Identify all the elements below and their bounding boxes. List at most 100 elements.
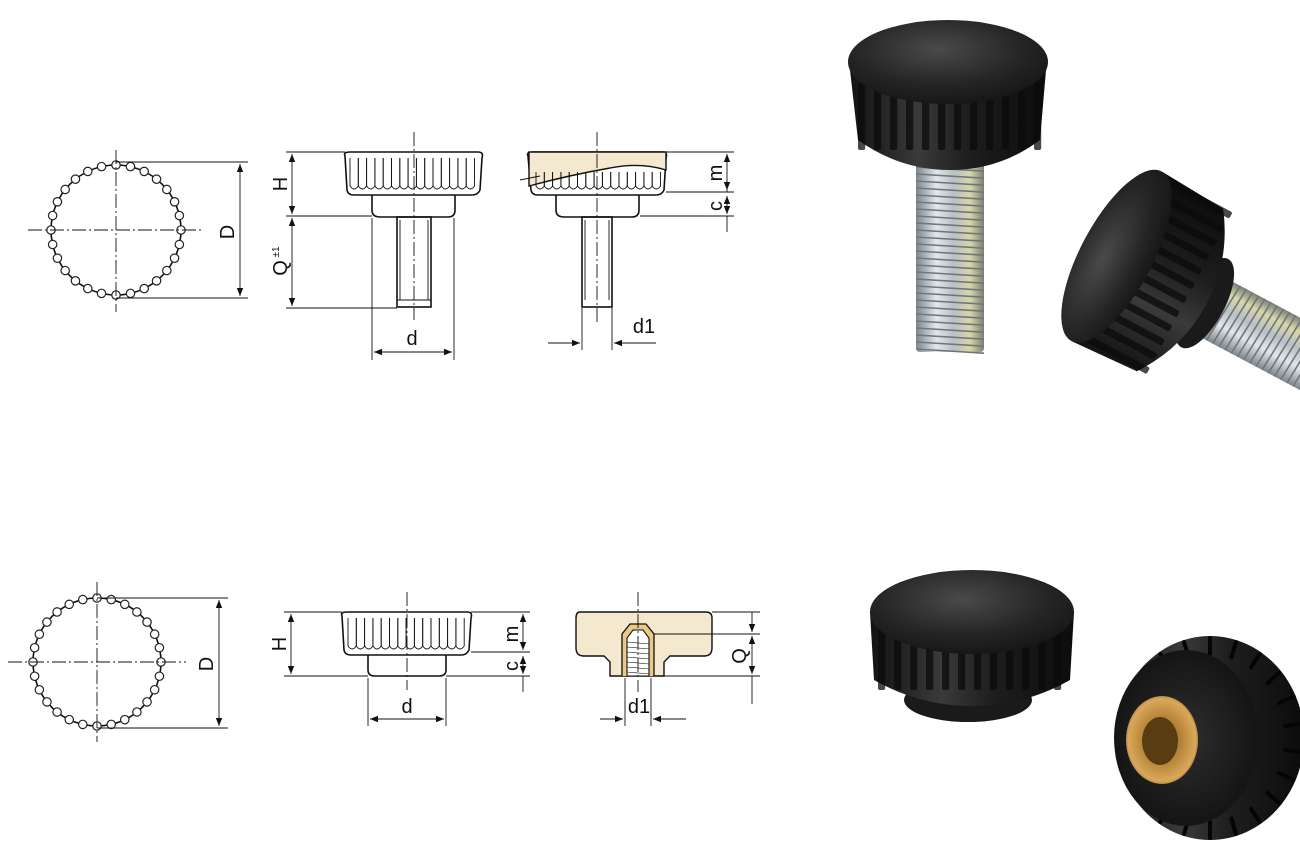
knurl-rib (1092, 321, 1157, 360)
knurl-rib (355, 618, 366, 650)
hub-outline (371, 195, 456, 218)
threaded-stud (916, 152, 984, 352)
knurl-rib (1054, 624, 1062, 690)
knurl-scallop (70, 174, 81, 184)
bottom-product-photo (870, 570, 1300, 840)
diameter-label: D (217, 225, 239, 239)
thread-ridge (1249, 308, 1285, 364)
thread-ridge (915, 257, 985, 263)
thread-ridge (915, 243, 985, 249)
knurl-rib (372, 618, 382, 650)
knurl-scallop (29, 671, 40, 682)
knurl-rib (1229, 640, 1238, 660)
hub-outline (555, 195, 640, 218)
knurl-rib (399, 158, 409, 190)
tilted-stud-knob (1061, 169, 1300, 421)
knurl-rib (610, 172, 620, 190)
knurl-rib (1265, 791, 1282, 806)
knurl-scallop (77, 719, 88, 730)
knurl-rib (858, 82, 866, 150)
knurl-rib (349, 158, 359, 190)
knurl-rib (465, 158, 475, 190)
top-product-photo (848, 20, 1300, 421)
knurl-rib (1229, 816, 1238, 836)
thread-ridge (915, 285, 985, 291)
top-front-view: D (28, 150, 248, 312)
knurl-ribs (858, 82, 1042, 150)
height-label: H (270, 177, 292, 191)
knurl-rib (1034, 82, 1042, 150)
thread-ridge (1255, 311, 1291, 368)
thread-ridge (1242, 305, 1278, 361)
knurl-scallop (154, 642, 165, 653)
knurl-rib (1085, 335, 1150, 374)
bottom-side-view: H m c d (269, 592, 530, 726)
knurl-rib (347, 618, 357, 650)
knurl-rib (593, 172, 603, 190)
hub-height-label: c (501, 661, 523, 671)
knurl-scallops (28, 593, 166, 731)
knurl-rib (424, 158, 434, 190)
thread-ridge (915, 208, 985, 214)
threaded-bore (1142, 717, 1178, 765)
knurl-scallop (162, 184, 172, 195)
knurl-scallop (96, 161, 107, 172)
knurl-scallop (82, 166, 93, 177)
knurl-scallop (29, 642, 40, 653)
knurl-rib (643, 172, 653, 190)
thread-ridge (1205, 285, 1241, 341)
knurl-scallop (139, 283, 150, 294)
knurl-rib (1168, 180, 1232, 219)
knurl-scallop (169, 253, 180, 264)
knurl-scallop (52, 607, 62, 617)
hub-diameter-label: d (401, 696, 412, 718)
thread-ridge (1286, 328, 1300, 384)
knurl-rib (382, 158, 392, 190)
thread-ridge (915, 327, 985, 333)
knurl-rib (890, 82, 898, 150)
thread-ridge (915, 264, 985, 270)
thread-depth-label: Q (729, 648, 751, 664)
stud-length-tolerance: ±1 (271, 246, 282, 257)
knurl-rib (1249, 806, 1262, 825)
knurl-rib (651, 172, 661, 190)
knurl-rib (389, 618, 399, 650)
thread-label: d1 (633, 316, 655, 338)
knurl-scallop (34, 684, 45, 695)
knurl-rib (397, 618, 407, 650)
bottom-section-view: Q d1 (575, 592, 760, 726)
bottom-front-view: D (8, 582, 228, 742)
thread-ridge (1218, 291, 1254, 348)
thread-ridge (1279, 324, 1300, 381)
knurl-rib (874, 82, 882, 150)
knob-head-outline (343, 151, 484, 196)
thread-ridge (915, 299, 985, 305)
thread-ridge (915, 320, 985, 326)
knurl-ribs (347, 618, 465, 650)
knurl-scallop (47, 239, 58, 250)
thread-ridge (1273, 321, 1300, 377)
knurl-rib (374, 158, 384, 190)
knurl-scallop (125, 161, 136, 172)
thread-ridge (1230, 298, 1266, 354)
knurl-rib (1249, 651, 1262, 670)
knob-top-face (870, 570, 1074, 654)
thread-ridge (1211, 288, 1248, 345)
knurl-scallop (42, 697, 52, 707)
thread-ridge (915, 215, 985, 221)
knurl-rib (440, 158, 451, 190)
height-label: H (269, 637, 291, 651)
knurl-scallop (154, 671, 165, 682)
thread-ridge (1224, 295, 1260, 351)
knurl-rib (449, 158, 459, 190)
knurl-scallop (42, 617, 52, 627)
knurl-rib (391, 158, 401, 190)
diameter-label: D (196, 657, 218, 671)
knurl-rib (447, 618, 457, 650)
closed-knob (870, 570, 1074, 722)
knurl-rib (1160, 194, 1225, 233)
knurl-scallop (142, 617, 152, 627)
knurl-rib (364, 618, 374, 650)
thread-ridge (915, 271, 985, 277)
